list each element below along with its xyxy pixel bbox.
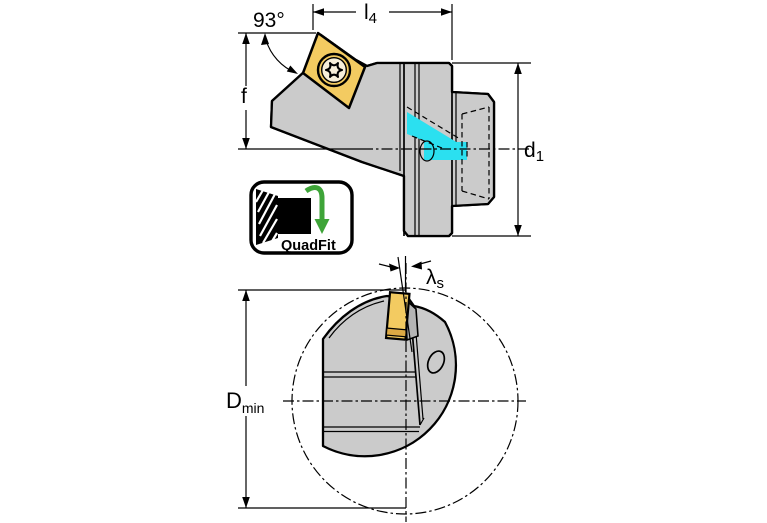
coolant-outlet-hole <box>426 350 446 374</box>
screw-outer-ring <box>316 52 352 88</box>
label-lead-angle: 93° <box>253 9 285 32</box>
badge-label: QuadFit <box>281 238 336 254</box>
cutting-insert <box>301 31 367 110</box>
coolant-bore <box>419 140 435 162</box>
label-f: f <box>241 85 247 108</box>
dim-lambda-s: λs <box>378 256 444 353</box>
label-l4: l4 <box>364 1 377 27</box>
shoe-inner-arc <box>328 300 385 339</box>
coolant-channels <box>406 106 467 162</box>
coolant-hidden-edge <box>406 106 461 140</box>
coolant-hidden-edge <box>411 135 443 149</box>
label-d1: d1 <box>524 139 544 165</box>
torx-screw-icon <box>324 62 344 78</box>
dim-dmin: Dmin <box>226 289 406 509</box>
quadfit-coupling-icon <box>255 189 311 245</box>
bottom-view: λs Dmin <box>226 256 526 522</box>
insert-front <box>384 291 411 341</box>
coupling-hidden-lines <box>461 106 490 200</box>
dim-f: f <box>238 32 316 149</box>
label-dmin: Dmin <box>226 388 264 416</box>
green-arrow-icon <box>304 185 330 234</box>
dim-d1: d1 <box>452 62 544 237</box>
coolant-diagonal-channel <box>407 112 458 150</box>
dim-lead-angle: 93° <box>253 9 298 74</box>
top-view: 93° l4 f d1 <box>238 1 544 238</box>
quadfit-badge: QuadFit <box>249 180 354 255</box>
coolant-horizontal-channel <box>424 142 467 160</box>
dim-l4: l4 <box>312 1 453 60</box>
label-lambda-s: λs <box>426 266 444 292</box>
